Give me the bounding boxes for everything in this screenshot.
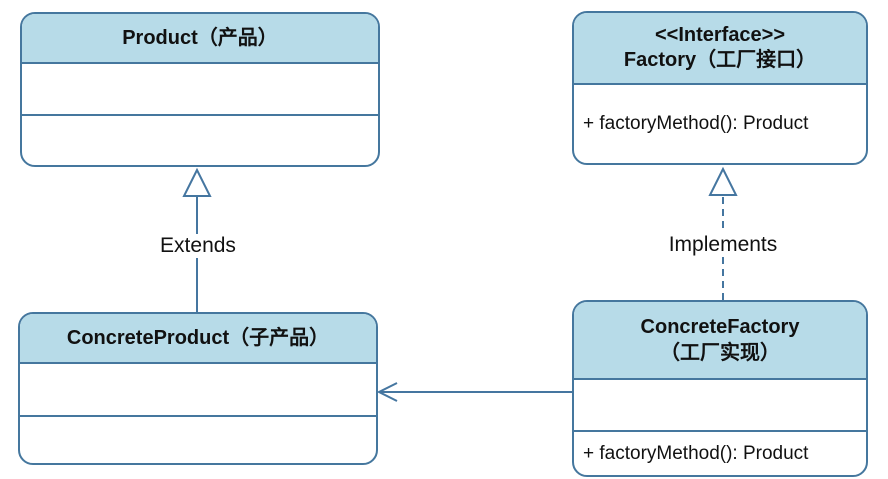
class-methods-factory: + factoryMethod(): Product [574,85,866,163]
association-arrow [376,382,572,402]
class-attributes-product [22,64,378,116]
class-methods-product [22,116,378,165]
extends-edge-label: Extends [155,234,241,258]
class-name-concrete-factory-line1: ConcreteFactory [640,316,800,338]
hollow-triangle-arrowhead [182,167,212,197]
hollow-triangle-arrowhead [708,166,738,196]
class-name-concrete-product: ConcreteProduct（子产品） [66,327,330,349]
class-methods-concrete-product [20,417,376,463]
class-attributes-concrete-factory [574,380,866,432]
implements-edge-label: Implements [663,233,783,257]
class-box-concrete-factory: ConcreteFactory （工厂实现） + factoryMethod()… [572,300,868,477]
class-name-concrete-factory-line2: （工厂实现） [660,342,780,364]
class-stereotype-factory: <<Interface>> [654,24,786,46]
class-header-factory: <<Interface>> Factory（工厂接口） [574,13,866,85]
class-methods-concrete-factory: + factoryMethod(): Product [574,432,866,475]
class-attributes-concrete-product [20,364,376,417]
class-name-product: Product（产品） [122,27,278,49]
class-header-product: Product（产品） [22,14,378,64]
class-header-concrete-factory: ConcreteFactory （工厂实现） [574,302,866,380]
class-name-factory: Factory（工厂接口） [623,49,817,71]
class-box-factory-interface: <<Interface>> Factory（工厂接口） + factoryMet… [572,11,868,165]
class-box-concrete-product: ConcreteProduct（子产品） [18,312,378,465]
class-header-concrete-product: ConcreteProduct（子产品） [20,314,376,364]
method-factory-method: + factoryMethod(): Product [583,113,809,134]
class-box-product: Product（产品） [20,12,380,167]
method-concrete-factory-method: + factoryMethod(): Product [583,442,809,464]
open-arrowhead [376,382,398,402]
